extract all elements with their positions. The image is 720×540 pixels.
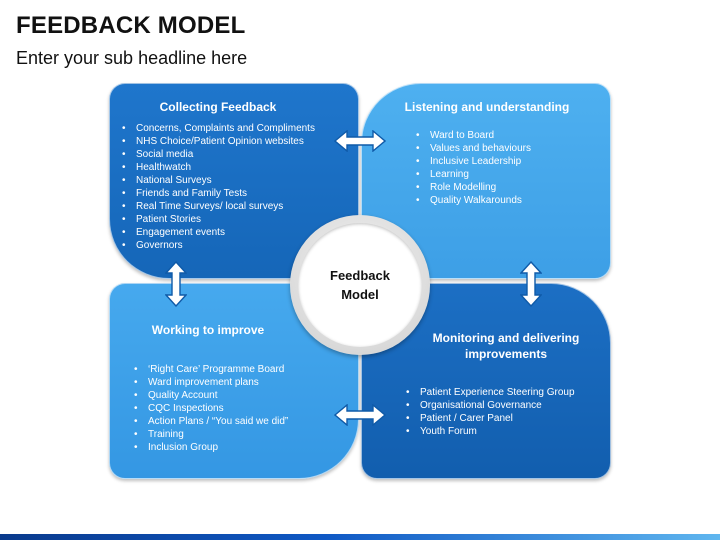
list-item: Quality Account [134, 389, 288, 402]
list-item: Inclusive Leadership [416, 155, 531, 168]
list-item: Concerns, Complaints and Compliments [122, 122, 315, 135]
panel-title: Working to improve [151, 323, 265, 337]
list-item: Engagement events [122, 226, 315, 239]
list-item: Inclusion Group [134, 441, 288, 454]
panel-list: ‘Right Care’ Programme Board Ward improv… [134, 363, 288, 454]
page-subtitle: Enter your sub headline here [16, 48, 248, 68]
list-item: Youth Forum [406, 425, 575, 438]
list-item: Learning [416, 168, 531, 181]
center-inner-circle: Feedback Model [298, 223, 422, 347]
center-circle: Feedback Model [290, 215, 430, 355]
list-item: Patient Stories [122, 213, 315, 226]
list-item: Friends and Family Tests [122, 187, 315, 200]
double-arrow-vertical-icon [520, 261, 542, 307]
list-item: Values and behaviours [416, 142, 531, 155]
list-item: ‘Right Care’ Programme Board [134, 363, 288, 376]
panel-title: Collecting Feedback [159, 100, 277, 114]
list-item: CQC Inspections [134, 402, 288, 415]
panel-list: Patient Experience Steering Group Organi… [406, 386, 575, 438]
double-arrow-vertical-icon [165, 261, 187, 307]
double-arrow-horizontal-icon [334, 404, 386, 426]
list-item: Healthwatch [122, 161, 315, 174]
bottom-accent-bar [0, 534, 720, 540]
double-arrow-horizontal-icon [334, 130, 386, 152]
list-item: NHS Choice/Patient Opinion websites [122, 135, 315, 148]
list-item: Governors [122, 239, 315, 252]
list-item: Patient / Carer Panel [406, 412, 575, 425]
list-item: National Surveys [122, 174, 315, 187]
list-item: Social media [122, 148, 315, 161]
page-title: FEEDBACK MODEL [16, 12, 246, 39]
list-item: Role Modelling [416, 181, 531, 194]
list-item: Ward improvement plans [134, 376, 288, 389]
list-item: Quality Walkarounds [416, 194, 531, 207]
list-item: Real Time Surveys/ local surveys [122, 200, 315, 213]
list-item: Organisational Governance [406, 399, 575, 412]
list-item: Ward to Board [416, 129, 531, 142]
panel-title: Listening and understanding [404, 100, 570, 114]
panel-list: Concerns, Complaints and Compliments NHS… [122, 122, 315, 252]
panel-title: Monitoring and delivering improvements [432, 331, 580, 361]
panel-collecting-feedback: Collecting Feedback Concerns, Complaints… [109, 83, 359, 279]
list-item: Training [134, 428, 288, 441]
panel-list: Ward to Board Values and behaviours Incl… [416, 129, 531, 207]
list-item: Patient Experience Steering Group [406, 386, 575, 399]
list-item: Action Plans / “You said we did” [134, 415, 288, 428]
center-label: Feedback Model [330, 268, 390, 302]
